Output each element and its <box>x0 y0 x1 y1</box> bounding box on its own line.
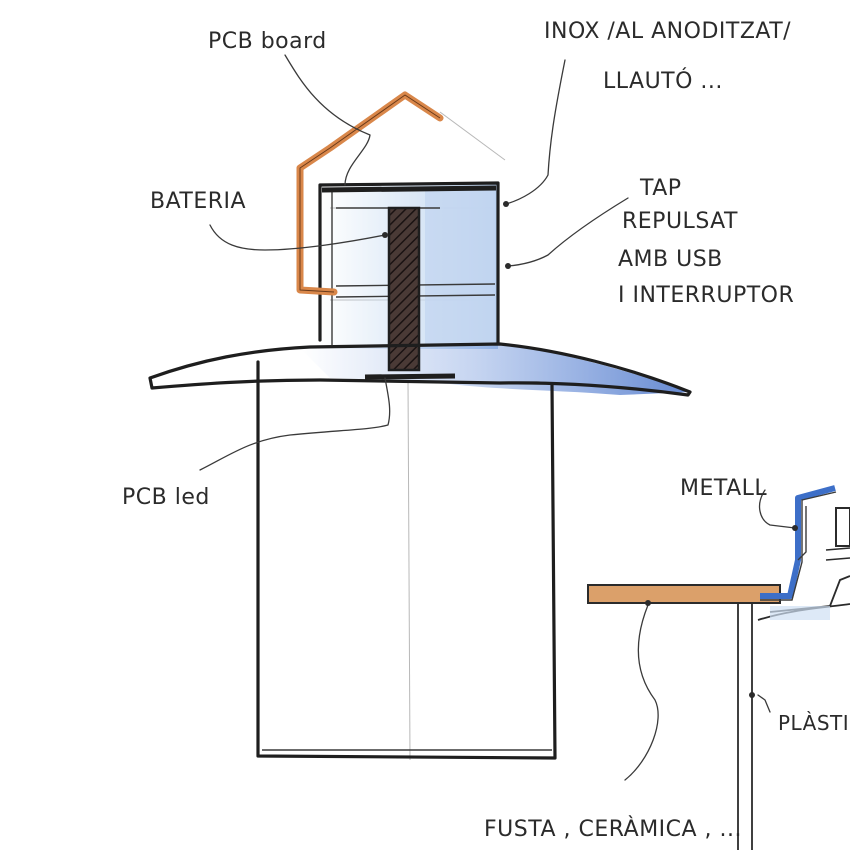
label-plastic: PLÀSTIC <box>778 711 850 735</box>
leader-pcb-board <box>284 54 371 186</box>
lamp-brim <box>148 342 692 397</box>
leader-pcb-led <box>199 377 391 471</box>
detail-section <box>587 485 850 850</box>
leader-metall <box>758 489 796 529</box>
label-tap-line3: AMB USB <box>618 247 723 272</box>
leader-fusta <box>624 604 659 781</box>
leader-bateria <box>209 224 386 251</box>
label-inox-line1: INOX /AL ANODITZAT/ <box>544 19 791 44</box>
label-metall: METALL <box>680 476 767 501</box>
label-tap-line1: TAP <box>639 176 682 201</box>
label-pcb-led: PCB led <box>122 485 210 510</box>
label-bateria: BATERIA <box>150 189 246 214</box>
label-pcb-board: PCB board <box>208 29 327 54</box>
label-tap-line2: REPULSAT <box>622 209 738 234</box>
pcb-led-bar <box>364 373 456 380</box>
pcb-board-bar <box>321 185 497 193</box>
leader-tap <box>507 197 629 267</box>
leader-inox <box>505 59 566 205</box>
plastic-profile <box>737 575 850 850</box>
leader-lines <box>199 54 798 781</box>
battery <box>387 206 421 372</box>
wood-shelf <box>587 584 781 604</box>
label-tap-line4: I INTERRUPTOR <box>618 283 794 308</box>
label-inox-line2: LLAUTÓ ... <box>603 68 723 94</box>
copper-wire-outline <box>299 94 441 293</box>
label-fusta: FUSTA , CERÀMICA , ... <box>484 816 742 842</box>
leader-plastic <box>757 694 771 713</box>
lamp-body <box>256 360 557 760</box>
labels: PCB board INOX /AL ANODITZAT/ LLAUTÓ ...… <box>122 19 850 842</box>
